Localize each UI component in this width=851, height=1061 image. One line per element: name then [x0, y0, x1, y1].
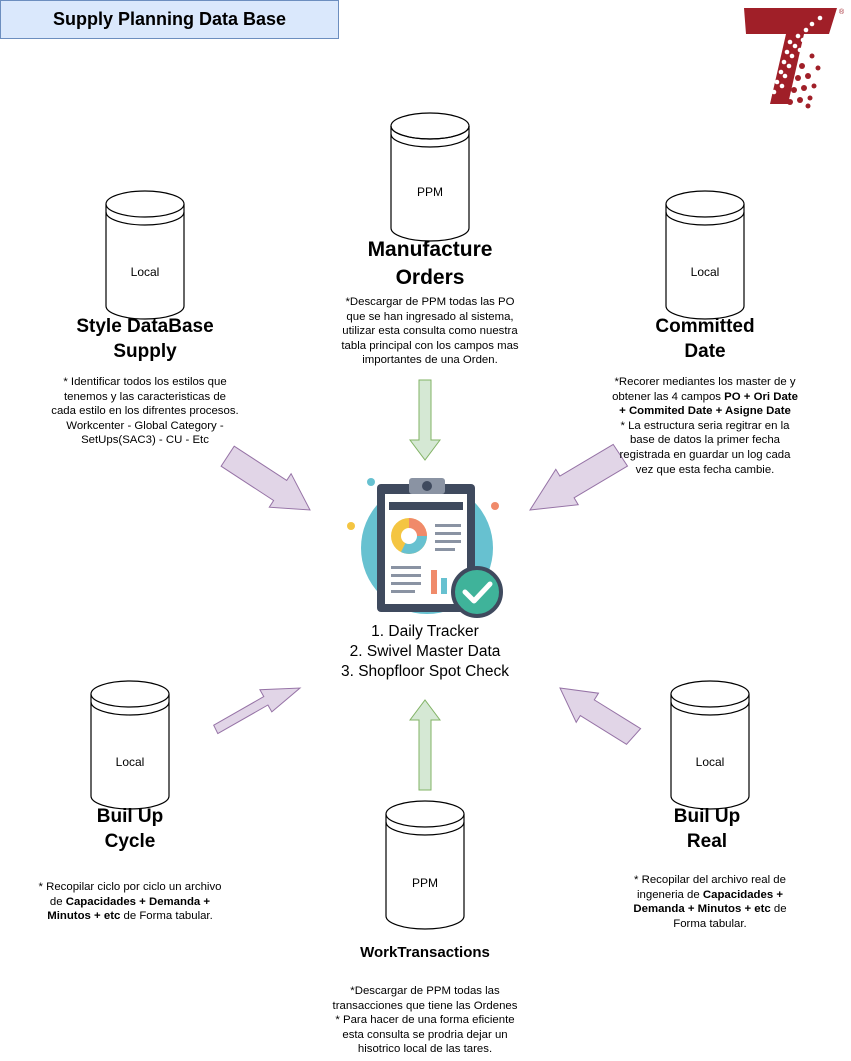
- clipboard-report-icon: [347, 478, 503, 618]
- arrow-cycle-to-center: [213, 687, 302, 735]
- node-desc-work: *Descargar de PPM todas las transaccione…: [332, 985, 518, 1056]
- node-desc-real: * Recopilar del archivo real de ingeneri…: [633, 874, 787, 930]
- node-title-cycle: Buil Up Cycle: [96, 806, 164, 852]
- database-label: Local: [695, 755, 725, 769]
- list-item: 2. Swivel Master Data: [349, 643, 501, 660]
- node-desc-cycle: * Recopilar ciclo por ciclo un archivo d…: [38, 881, 222, 923]
- list-item: 1. Daily Tracker: [371, 623, 479, 640]
- page-title: Supply Planning Data Base: [0, 0, 339, 39]
- center-list: 1. Daily Tracker 2. Swivel Master Data 3…: [300, 622, 550, 682]
- brand-logo: ®: [744, 8, 845, 109]
- node-desc-style: * Identificar todos los estilos que tene…: [51, 376, 239, 447]
- node-title-manufacture: Manufacture Orders: [367, 238, 493, 289]
- arrow-style-to-center: [220, 445, 311, 511]
- arrow-manufacture-to-center: [409, 379, 441, 461]
- local-database-committed: Local: [665, 190, 745, 320]
- node-title-work: WorkTransactions: [360, 944, 490, 961]
- arrow-committed-to-center: [529, 443, 629, 511]
- node-desc-manufacture: *Descargar de PPM todas las PO que se ha…: [341, 296, 519, 367]
- ppm-database-manufacture: PPM: [390, 112, 470, 242]
- database-label: Local: [130, 265, 160, 279]
- list-item: 3. Shopfloor Spot Check: [340, 663, 510, 680]
- svg-text:®: ®: [839, 8, 845, 16]
- local-database-cycle: Local: [90, 680, 170, 810]
- arrow-real-to-center: [559, 687, 642, 745]
- database-label: Local: [690, 265, 720, 279]
- node-title-style: Style DataBase Supply: [76, 316, 214, 362]
- database-label: PPM: [416, 185, 443, 199]
- node-title-real: Buil Up Real: [673, 806, 741, 852]
- node-desc-committed: *Recorer mediantes los master de y obten…: [612, 376, 798, 476]
- node-title-committed: Committed Date: [655, 316, 755, 362]
- local-database-real: Local: [670, 680, 750, 810]
- arrow-work-to-center: [409, 699, 441, 791]
- database-label: PPM: [411, 876, 438, 890]
- database-label: Local: [115, 755, 145, 769]
- ppm-database-work: PPM: [385, 800, 465, 930]
- local-database-style: Local: [105, 190, 185, 320]
